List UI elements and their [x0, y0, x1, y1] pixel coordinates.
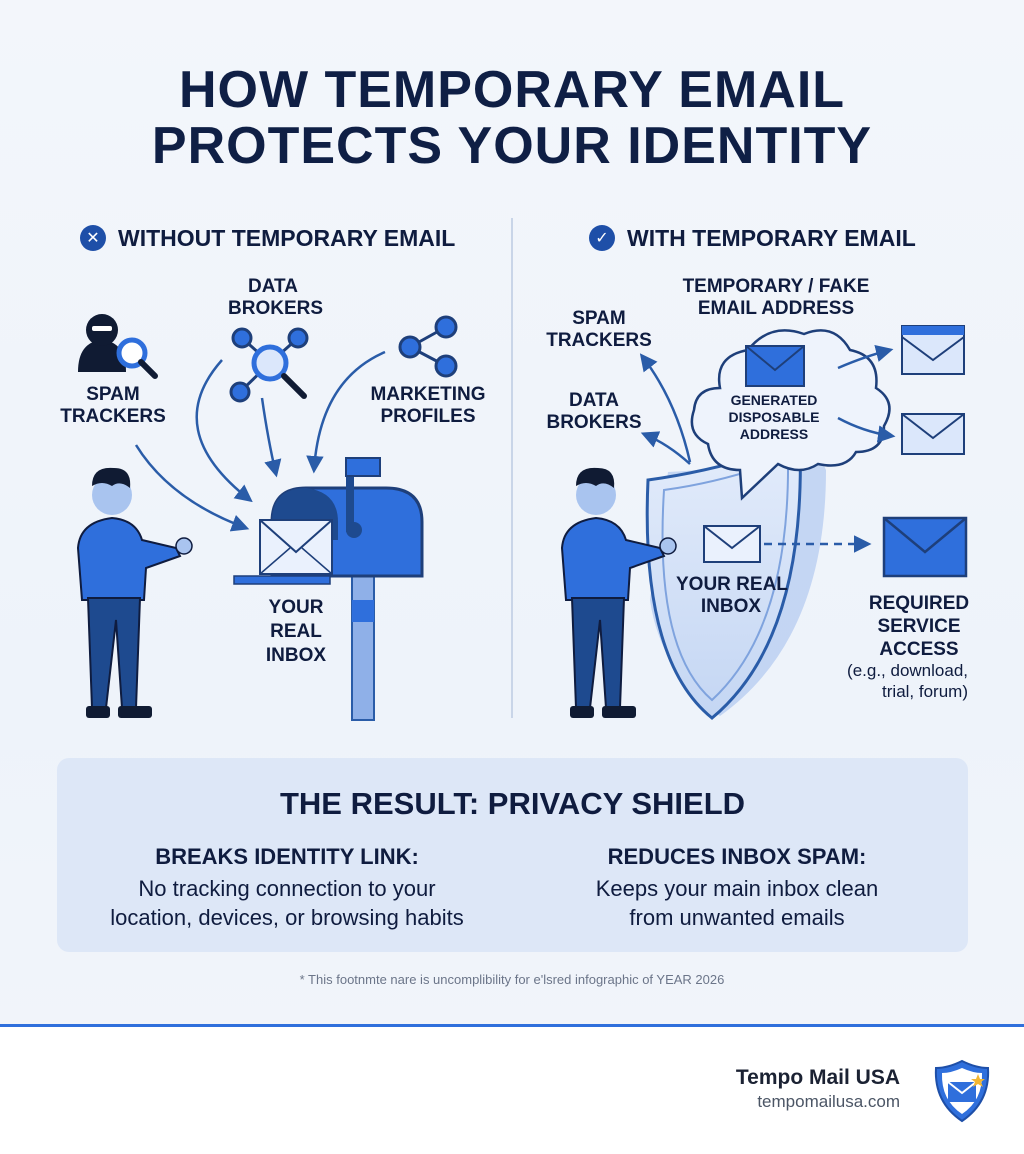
- result-spam-line-1: Keeps your main inbox clean: [595, 876, 879, 901]
- result-title: THE RESULT: PRIVACY SHIELD: [279, 786, 746, 821]
- brand-name: Tempo Mail USA: [735, 1066, 900, 1089]
- title-line-2: PROTECTS YOUR IDENTITY: [151, 117, 873, 175]
- person-right: [560, 467, 677, 718]
- right-column-heading: ✓ WITH TEMPORARY EMAIL: [589, 222, 916, 254]
- envelope-icon: [901, 413, 965, 455]
- result-spam-line-2: from unwanted emails: [629, 905, 845, 930]
- left-heading-text: WITHOUT TEMPORARY EMAIL: [118, 224, 456, 251]
- hacker-icon: [78, 314, 126, 372]
- person-left: [76, 467, 193, 718]
- illustration: [76, 314, 968, 721]
- footnote: * This footnmte nare is uncomplibility f…: [299, 972, 725, 987]
- envelope-icon: [259, 519, 333, 575]
- result-panel: THE RESULT: PRIVACY SHIELD BREAKS IDENTI…: [57, 758, 968, 952]
- result-spam-heading: REDUCES INBOX SPAM:: [607, 844, 867, 869]
- close-icon: ✕: [80, 225, 106, 251]
- cloud-icon: [690, 329, 891, 501]
- right-heading-text: WITH TEMPORARY EMAIL: [627, 224, 916, 251]
- result-identity-column: BREAKS IDENTITY LINK: No tracking connec…: [67, 844, 507, 932]
- column-divider: [511, 218, 513, 718]
- envelope-icon: [901, 325, 965, 375]
- result-identity-heading: BREAKS IDENTITY LINK:: [155, 844, 419, 869]
- envelope-icon: [882, 516, 968, 578]
- brand-shield-icon: [934, 1059, 990, 1123]
- magnifier-icon: [116, 337, 158, 379]
- required-access-note: (e.g., download,trial, forum): [847, 661, 968, 701]
- left-column-heading: ✕ WITHOUT TEMPORARY EMAIL: [80, 222, 455, 254]
- result-identity-line-2: location, devices, or browsing habits: [110, 905, 464, 930]
- result-spam-column: REDUCES INBOX SPAM: Keeps your main inbo…: [517, 844, 957, 932]
- brand-url[interactable]: tempomailusa.com: [757, 1092, 900, 1111]
- network-hub-icon: [229, 327, 309, 403]
- page-title: HOW TEMPORARY EMAIL PROTECTS YOUR IDENTI…: [0, 62, 1024, 174]
- check-icon: ✓: [589, 225, 615, 251]
- share-icon: [398, 315, 458, 378]
- brand-block[interactable]: Tempo Mail USA tempomailusa.com: [736, 1066, 900, 1112]
- title-line-1: HOW TEMPORARY EMAIL: [178, 61, 846, 119]
- brand-band: [0, 1024, 1024, 1154]
- result-identity-line-1: No tracking connection to your: [138, 876, 436, 901]
- envelope-icon: [745, 345, 805, 387]
- envelope-icon: [703, 525, 761, 563]
- mailbox-icon: [233, 457, 424, 721]
